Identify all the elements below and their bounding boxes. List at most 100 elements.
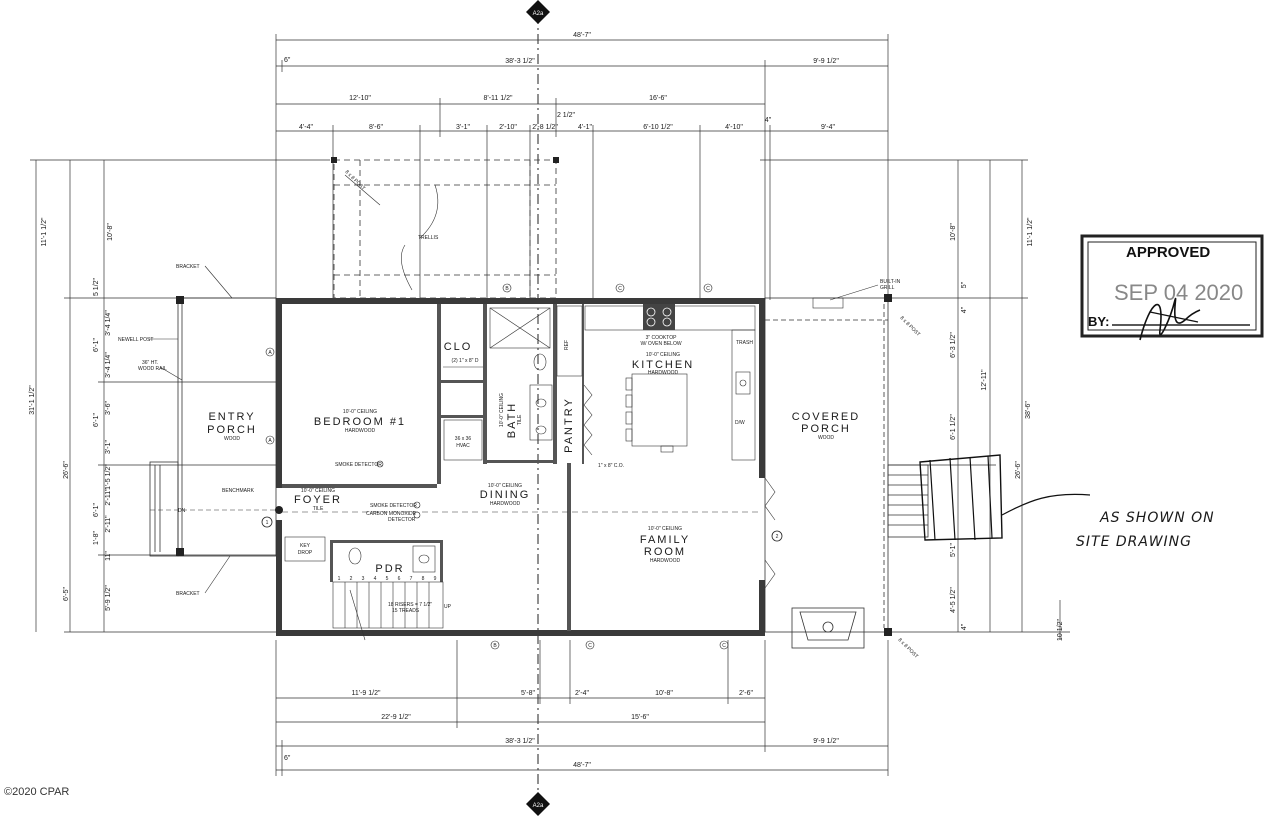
grid-marker-c3 [615, 283, 625, 293]
signature [1139, 297, 1201, 341]
handwritten-line-1: AS SHOWN ON [1099, 510, 1215, 526]
bedroom-ceiling: 10'-0" CEILING [343, 409, 377, 415]
dim-bottom-6: 22'-9 1/2" [381, 714, 411, 721]
family-label-2: ROOM [644, 546, 686, 558]
key-marker-2 [771, 530, 783, 542]
copyright-text: ©2020 CPAR [4, 786, 70, 798]
dim-top-main: 38'-3 1/2" [505, 58, 535, 65]
svg-text:A2a: A2a [533, 11, 544, 17]
trellis-leader-1 [419, 184, 439, 239]
dim-top-row3-6: 4'-1" [578, 124, 592, 131]
pdr-fixtures [348, 545, 436, 573]
dim-right-8: 4" [961, 306, 968, 313]
kitchen-sink [735, 371, 751, 395]
dim-right-7: 26'-6" [1015, 461, 1022, 479]
co-detector-label-2: DETECTOR [388, 517, 416, 523]
dim-top-row2-small: 2 1/2" [557, 112, 576, 119]
post-top-label: 8 x 8 POST [344, 169, 367, 192]
dim-right-10: 4'-5 1/2" [950, 587, 957, 613]
grill-label-2: GRILL [880, 285, 895, 291]
stamp-by: BY: [1088, 314, 1109, 329]
covered-porch [764, 297, 929, 633]
dim-bottom-4: 10'-8" [655, 690, 673, 697]
porch-post-br [884, 628, 892, 636]
dim-left-4: 26'-6" [63, 461, 70, 479]
svg-text:7: 7 [410, 576, 413, 582]
trellis-leader-2 [400, 244, 413, 291]
grid-a1-text: A [268, 350, 272, 356]
grid-marker-b [490, 640, 500, 650]
dim-left-13: 6'-1" [93, 503, 100, 517]
bedroom-finish: HARDWOOD [345, 428, 376, 434]
pdr-name: PDR [375, 563, 404, 575]
dim-bottom-overall: 48'-7" [573, 762, 591, 769]
entry-porch-finish: WOOD [224, 436, 240, 442]
pantry-name: PANTRY [563, 397, 575, 453]
trellis-post-tr [553, 157, 559, 163]
dim-right-9: 5'-1" [950, 543, 957, 557]
handwritten-note: AS SHOWN ON SITE DRAWING [919, 454, 1215, 550]
hvac-unit [443, 419, 483, 461]
cooktop [643, 304, 675, 330]
dim-left-6: 3'-4 1/4" [105, 310, 112, 336]
bracket-top-label: BRACKET [176, 264, 200, 270]
dim-left-18: 5'-9 1/2" [105, 585, 112, 611]
stamp-title: APPROVED [1126, 244, 1210, 261]
dim-bottom-5: 2'-6" [739, 690, 753, 697]
bath-fixtures [489, 307, 553, 441]
dim-right-1: 11'-1 1/2" [1027, 217, 1034, 247]
stair-numbers: 1 2 3 4 5 6 7 8 9 [338, 576, 437, 582]
bracket-top-leader [204, 265, 233, 299]
kitchen-ceiling: 10'-0" CEILING [646, 352, 680, 358]
post-top-leader [344, 174, 381, 206]
grid-c1-text: C [588, 643, 592, 649]
svg-text:6: 6 [398, 576, 401, 582]
dim-left-14: 2'-11" [105, 515, 112, 533]
dim-right-6: 6'-1 1/2" [950, 414, 957, 440]
co-detector-label-1: CARBON MONOXIDE [366, 511, 417, 517]
dining-finish: HARDWOOD [490, 501, 521, 507]
grid-marker-a2 [265, 435, 275, 445]
covered-porch-label-2: PORCH [801, 423, 851, 435]
dim-top-row3-4: 2'-10" [499, 124, 517, 131]
hvac-size: 36 x 36 [455, 436, 472, 442]
foyer-smoke-label: SMOKE DETECTOR [370, 503, 417, 509]
key-marker-1 [261, 516, 273, 528]
dim-top-row2-1: 12'-10" [349, 95, 371, 102]
entry-porch [149, 297, 277, 557]
svg-text:1: 1 [338, 576, 341, 582]
svg-text:A2a: A2a [533, 803, 544, 809]
grid-c4-text: C [706, 286, 710, 292]
dim-top-row3-small: 4" [765, 117, 772, 124]
post-right-top-label: 8 x 8 POST [899, 315, 922, 338]
trellis [333, 159, 557, 299]
stairs [332, 581, 444, 641]
dim-left-11: 1'-5 1/2" [105, 464, 112, 490]
kitchen-name: KITCHEN [632, 359, 694, 371]
dim-top-row2-2: 8'-11 1/2" [484, 95, 514, 102]
dining-ceiling: 10'-0" CEILING [488, 483, 522, 489]
top-dimensions [275, 34, 889, 300]
trash-label: TRASH [736, 340, 753, 346]
bracket-bottom-label: BRACKET [176, 591, 200, 597]
dim-overall-top: 48'-7" [573, 32, 591, 39]
grid-a2-text: A [268, 438, 272, 444]
covered-porch-finish: WOOD [818, 435, 834, 441]
dim-left-8: 6'-1" [93, 413, 100, 427]
post-right-bottom-label: 8 x 8 POST [897, 637, 920, 660]
covered-porch-label-1: COVERED [792, 411, 860, 423]
dim-left-7: 3'-4 1/4" [105, 352, 112, 378]
dim-right-2: 10'-8" [950, 223, 957, 241]
dim-top-row2-3: 16'-6" [649, 95, 667, 102]
foyer-finish: TILE [313, 506, 324, 512]
svg-text:4: 4 [374, 576, 377, 582]
grid-marker-b2 [502, 283, 512, 293]
dim-top-row3-8: 4'-10" [725, 124, 743, 131]
dim-top-row3-1: 4'-4" [299, 124, 313, 131]
up-label: UP [444, 604, 452, 610]
island-stools [625, 377, 674, 453]
grid-c2-text: C [722, 643, 726, 649]
dim-right-4: 12'-11" [981, 369, 988, 391]
